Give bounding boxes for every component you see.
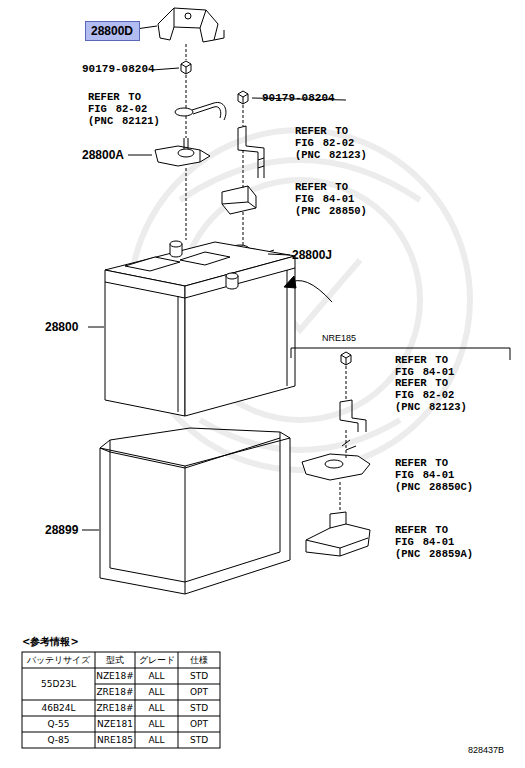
terminal-holder (306, 512, 370, 556)
table-cell: ZRE18# (96, 701, 134, 715)
wire (258, 158, 264, 168)
assembly-line (186, 44, 346, 512)
table-cell: 型式 (96, 653, 134, 667)
current-sensor (222, 186, 256, 214)
nut (181, 61, 191, 74)
part-number: 90179-08204 (82, 63, 155, 76)
arrow-head (284, 276, 296, 288)
tray-edge (100, 438, 290, 594)
terminal-cover (158, 8, 218, 42)
table-cell: Q-55 (23, 717, 94, 731)
leader-line (82, 26, 346, 530)
table-cell: グレード (136, 653, 177, 667)
part-number-highlight: 28800D (85, 21, 140, 41)
battery-lid-line (105, 268, 295, 412)
part-number: 28800 (45, 320, 78, 334)
table-cell: OPT (179, 717, 219, 731)
nut (238, 91, 248, 104)
reference-note: REFER TO FIG 84-01 (PNC 28850) (295, 181, 368, 217)
table-cell: STD (179, 669, 219, 683)
part-number: 28800D (91, 24, 134, 38)
clamp-ring (178, 149, 194, 157)
nut (341, 352, 351, 365)
reference-note: REFER TO FIG 84-01 (395, 354, 455, 378)
table-grid (22, 652, 220, 748)
reference-note: REFER TO FIG 84-01 (PNC 28859A) (395, 524, 474, 560)
cable-terminal (175, 108, 193, 116)
table-cell: NRE185 (96, 733, 134, 747)
table-cell: ALL (136, 733, 177, 747)
tray-corner (100, 440, 110, 452)
table-cell: バッテリサイズ (23, 653, 94, 667)
table-cell: ALL (136, 685, 177, 699)
variant-label: NRE185 (322, 333, 356, 344)
cable (192, 102, 226, 120)
drawing-number: 828437B (468, 745, 504, 756)
battery-front (105, 270, 185, 416)
table-cell: Q-85 (23, 733, 94, 747)
table-cell: ZRE18# (96, 685, 134, 699)
cover-hole (185, 13, 191, 19)
table-cell: ALL (136, 669, 177, 683)
table-cell: STD (179, 733, 219, 747)
table-cell: 55D23L (23, 669, 94, 699)
terminal-cover-detail (174, 8, 224, 40)
part-number: 28800J (292, 248, 332, 262)
terminal-clamp (302, 454, 370, 480)
table-cell: ALL (136, 717, 177, 731)
table-cell: NZE18# (96, 669, 134, 683)
reference-note: REFER TO FIG 82-02 (PNC 82123) (295, 125, 368, 161)
part-number: 90179-08204 (262, 92, 335, 105)
table-cell: STD (179, 701, 219, 715)
battery-post-top (170, 241, 182, 247)
reference-note: REFER TO FIG 84-01 (PNC 28850C) (395, 457, 474, 493)
wire-bracket (238, 126, 264, 178)
part-number: 28899 (45, 523, 78, 537)
clamp-bolt (184, 138, 200, 162)
battery-tray (100, 432, 290, 594)
wire-bracket (340, 400, 366, 432)
battery-post-top (226, 273, 238, 279)
battery-side (185, 256, 295, 416)
holder-detail (306, 524, 368, 556)
table-cell: OPT (179, 685, 219, 699)
reference-note: REFER TO FIG 82-02 (PNC 82121) (88, 91, 161, 127)
table-cell: NZE181 (96, 717, 134, 731)
table-cell: 46B24L (23, 701, 94, 715)
clamp-wire (342, 440, 356, 450)
table-cell: 仕様 (179, 653, 219, 667)
table-cell: ALL (136, 701, 177, 715)
reference-note: REFER TO FIG 82-02 (PNC 82123) (395, 377, 468, 413)
table-title: <参考情報> (22, 636, 79, 648)
part-number: 28800A (82, 148, 124, 162)
clamp-ring (325, 460, 343, 468)
terminal-clamp (155, 146, 210, 166)
tray-back (110, 428, 280, 440)
